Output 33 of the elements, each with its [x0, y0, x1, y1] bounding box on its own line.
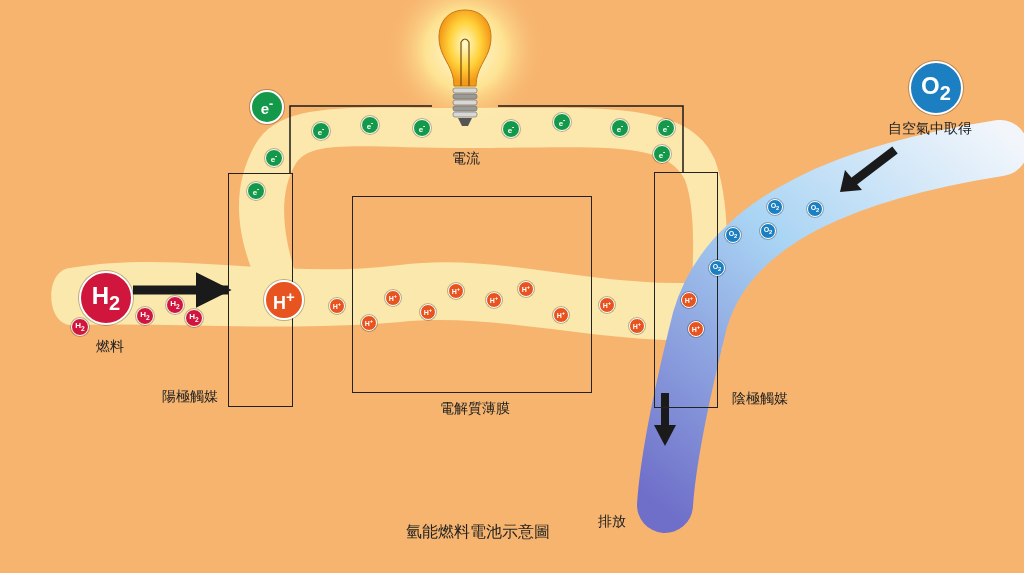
node-caption: 自空氣中取得 — [888, 120, 972, 138]
molecule-label: e$^{-}$ — [616, 122, 624, 134]
molecule-label: e$^{-}$ — [662, 122, 670, 134]
molecule-label: O$_{2}$ — [921, 73, 951, 103]
node-caption: 陰極觸媒 — [732, 390, 788, 408]
molecule-label: H$_{2}$ — [189, 312, 199, 324]
catalyst-box — [654, 172, 718, 408]
node-caption: 燃料 — [96, 338, 124, 356]
molecule-label: e$^{-}$ — [260, 98, 274, 116]
molecule-label: H$_{2}$ — [91, 283, 121, 313]
molecule-label: e$^{-}$ — [252, 185, 260, 197]
molecule-label: H$_{2}$ — [170, 299, 180, 311]
molecule-label: e$^{-}$ — [270, 152, 278, 164]
molecule-label: H$^{+}$ — [273, 288, 295, 312]
molecule-label: e$^{-}$ — [658, 148, 666, 160]
catalyst-box — [352, 196, 592, 393]
oxygen-molecule-circle — [909, 61, 963, 115]
molecule-label: H$_{2}$ — [75, 321, 85, 333]
wire-line — [497, 105, 684, 173]
arrow — [133, 272, 232, 308]
molecule-label: e$^{-}$ — [558, 116, 566, 128]
text-label: 電流 — [452, 150, 480, 168]
molecule-label: e$^{-}$ — [507, 123, 515, 135]
molecule-label: e$^{-}$ — [317, 125, 325, 137]
electron-circle — [250, 90, 284, 124]
molecule-label: e$^{-}$ — [418, 122, 426, 134]
node-caption: 陽極觸媒 — [162, 388, 218, 406]
text-label: 排放 — [598, 513, 626, 531]
molecule-label: H$_{2}$ — [140, 310, 150, 322]
node-caption: 電解質薄膜 — [440, 400, 510, 418]
wire-line — [289, 105, 433, 174]
caption: 氫能燃料電池示意圖 — [406, 522, 550, 543]
molecule-label: e$^{-}$ — [366, 119, 374, 131]
